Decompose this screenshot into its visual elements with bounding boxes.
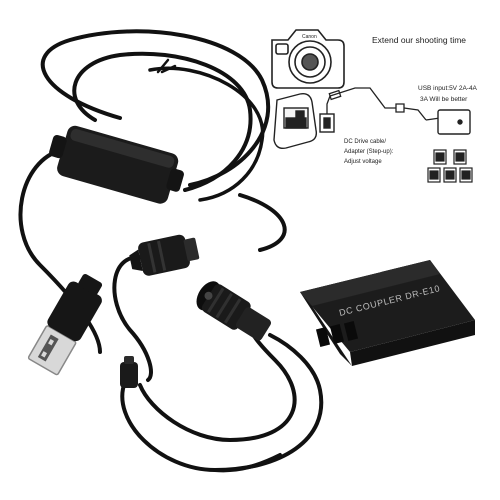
cable-tie-mark (156, 58, 177, 74)
battery-compartment-illustration (273, 92, 318, 150)
dc-right-angle-plug (120, 356, 138, 388)
battery-icons (427, 149, 473, 183)
dc-coupler-dummy-battery: DC COUPLER DR-E10 (300, 260, 475, 366)
dc-female-connector (196, 281, 272, 341)
cable-lower-loop (138, 328, 297, 442)
cable-coil-third (148, 66, 265, 202)
converter-label-3: Adjust voltage (344, 159, 382, 165)
usb-a-connector (27, 274, 103, 376)
step-up-converter-box (49, 125, 184, 204)
usb-input-spec: USB input:5V 2A-4A (418, 85, 478, 92)
camera-brand: Canon (302, 34, 317, 40)
power-bank-illustration (437, 109, 471, 135)
cable-to-usb (18, 148, 102, 354)
converter-label-2: Adapter (Step-up): (344, 149, 394, 155)
cable-lower-loop-2 (120, 333, 324, 472)
diagram-headline: Extend our shooting time (372, 35, 466, 45)
camera-illustration (271, 29, 345, 89)
diagram-cables (326, 87, 441, 121)
cable-coil-inner (72, 51, 253, 192)
cable-right-sweep (238, 193, 287, 252)
connection-diagram: Canon Extend our shooting time (271, 29, 478, 183)
cable-bundle (18, 29, 324, 473)
cable-plug-loop (112, 255, 153, 382)
dc-barrel-plug (129, 234, 200, 276)
usb-input-note: 3A Will be better (420, 96, 468, 103)
cable-coil-outer (40, 29, 271, 187)
converter-label-1: DC Drive cable/ (344, 139, 386, 145)
diagram-coupler (319, 113, 335, 133)
cable-bottom-tail (213, 453, 282, 473)
